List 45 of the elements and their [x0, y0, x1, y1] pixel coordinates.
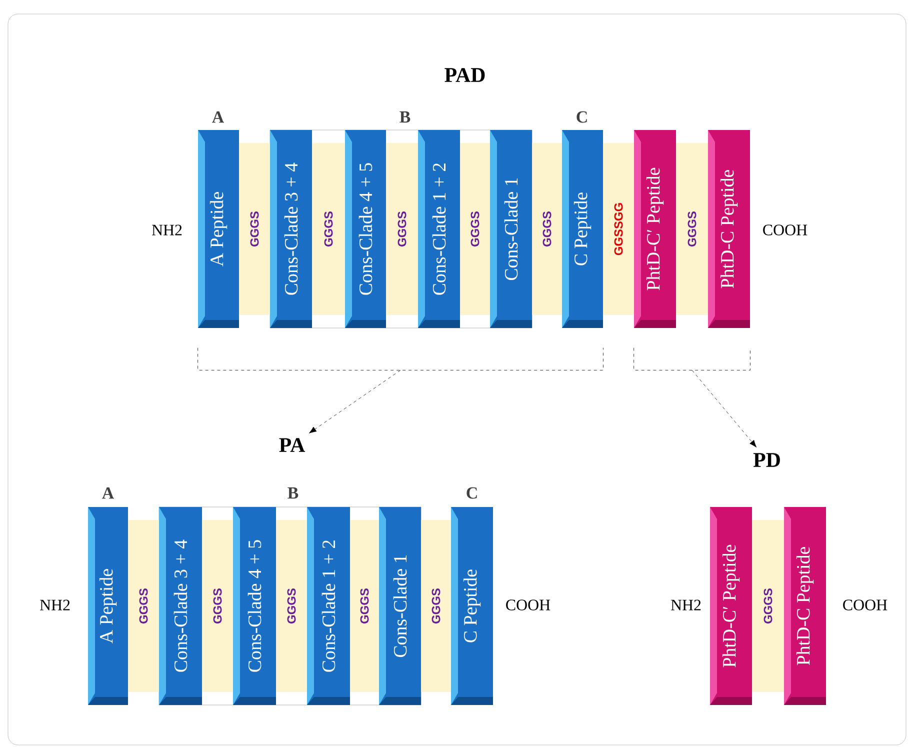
construct-title: PD [753, 453, 780, 467]
linker-band: GGGS [350, 520, 379, 692]
region-letter: A [102, 487, 114, 499]
peptide-bar: Cons-Clade 4 + 5 [233, 507, 276, 705]
linker-band: GGGS [421, 520, 451, 692]
peptide-bar: PhtD-C′ Peptide [634, 130, 676, 328]
peptide-bar: C Peptide [562, 130, 603, 328]
bracket [634, 348, 750, 370]
peptide-bar: A Peptide [88, 507, 128, 705]
diagram-title: PAD [444, 68, 485, 82]
bracket [198, 348, 604, 370]
peptide-bar: PhtD-C Peptide [784, 507, 826, 705]
peptide-bar: Cons-Clade 3 + 4 [159, 507, 202, 705]
construct-title: PA [279, 438, 306, 452]
linker-band: GGSSGG [603, 143, 634, 315]
arrow [308, 370, 401, 434]
peptide-bar: Cons-Clade 3 + 4 [270, 130, 312, 328]
linker-band: GGGS [128, 520, 159, 692]
region-letter: C [576, 111, 587, 123]
region-letter: B [400, 111, 410, 123]
linker-band: GGGS [752, 520, 784, 692]
linker-band: GGGS [386, 143, 418, 315]
region-letter: C [466, 487, 477, 499]
peptide-bar: Cons-Clade 1 + 2 [418, 130, 460, 328]
peptide-bar: PhtD-C′ Peptide [710, 507, 752, 705]
terminus-label: NH2 [152, 224, 182, 236]
linker-band: GGGS [239, 143, 270, 315]
peptide-bar: Cons-Clade 1 [490, 130, 532, 328]
peptide-bar: A Peptide [198, 130, 239, 328]
region-letter: B [288, 487, 298, 499]
terminus-label: COOH [843, 600, 888, 610]
linker-band: GGGS [312, 143, 345, 315]
linker-band: GGGS [460, 143, 490, 315]
terminus-label: NH2 [40, 600, 70, 610]
peptide-bar: Cons-Clade 1 [379, 507, 421, 705]
linker-band: GGGS [532, 143, 562, 315]
peptide-bar: Cons-Clade 4 + 5 [345, 130, 386, 328]
linker-band: GGGS [676, 143, 708, 315]
arrow [692, 370, 757, 448]
region-letter: A [212, 111, 224, 123]
linker-band: GGGS [202, 520, 233, 692]
linker-band: GGGS [276, 520, 307, 692]
peptide-bar: Cons-Clade 1 + 2 [307, 507, 350, 705]
peptide-bar: PhtD-C Peptide [708, 130, 750, 328]
peptide-bar: C Peptide [451, 507, 493, 705]
